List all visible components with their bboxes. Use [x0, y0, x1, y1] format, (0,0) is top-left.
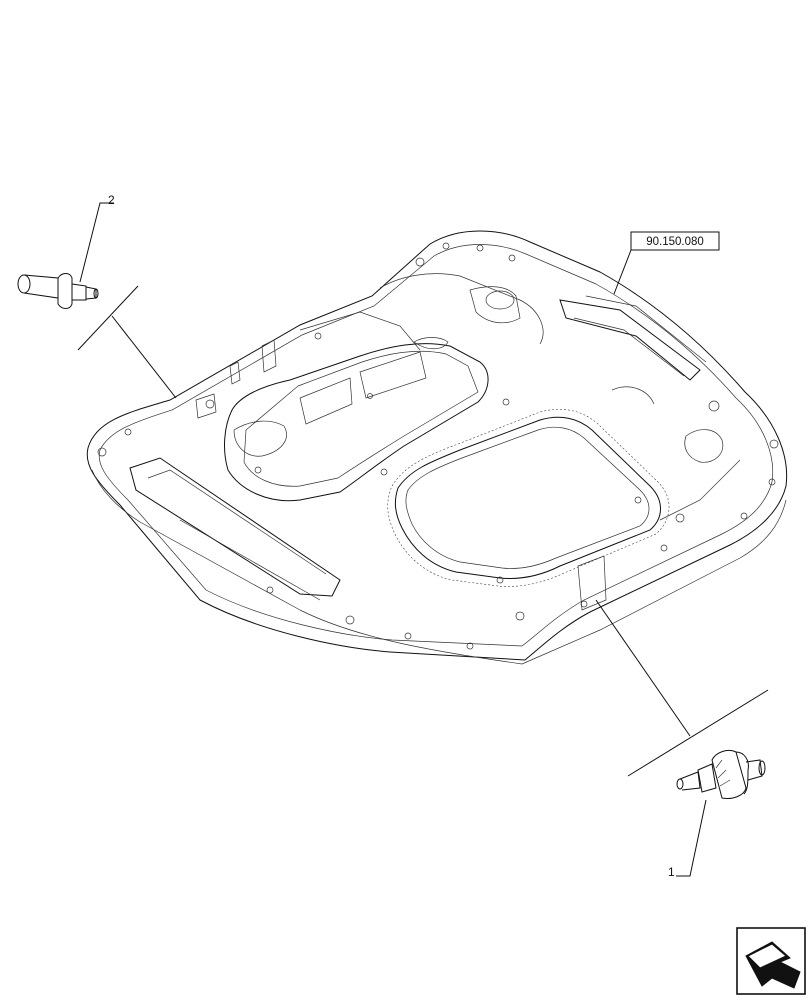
part-2-plug	[17, 273, 99, 309]
reference-label-text: 90.150.080	[646, 236, 704, 248]
callout-2-leader	[79, 202, 114, 283]
callout-2-label: 2	[108, 193, 115, 207]
next-page-arrow-icon[interactable]	[736, 927, 806, 995]
part-1-projection-lines	[595, 599, 769, 777]
part-2-projection-lines	[77, 285, 177, 399]
mounting-bosses	[97, 242, 779, 650]
reference-label-box[interactable]: 90.150.080	[630, 231, 720, 251]
cab-roof-panel	[86, 230, 788, 665]
part-1-fitting	[676, 749, 766, 799]
callout-1-label: 1	[668, 865, 675, 879]
callout-1-leader	[676, 799, 707, 877]
reference-leader-line	[613, 249, 632, 295]
